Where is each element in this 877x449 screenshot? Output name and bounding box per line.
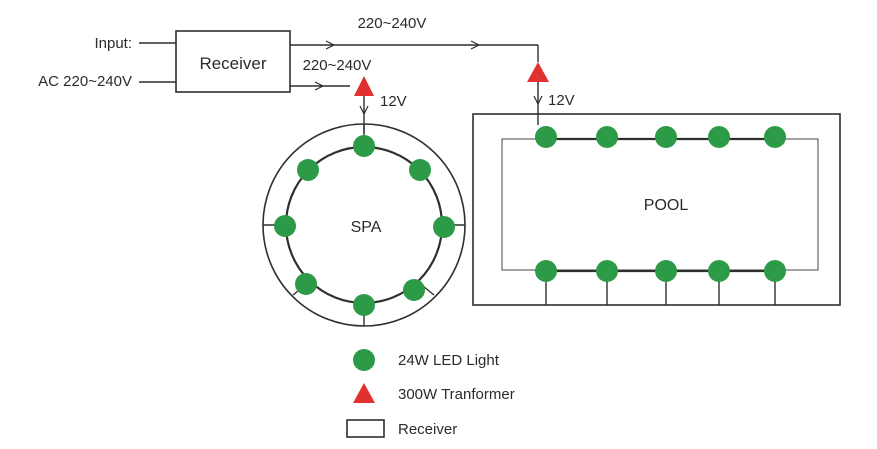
flow-arrow [470, 40, 481, 50]
led-light-icon [596, 260, 618, 282]
pool-feed-voltage-label: 220~240V [358, 15, 427, 32]
ac-voltage-label: AC 220~240V [38, 73, 132, 90]
spa-led-group [274, 135, 455, 316]
legend-transformer-label: 300W Tranformer [398, 386, 515, 403]
legend: 24W LED Light 300W Tranformer Receiver [346, 349, 515, 438]
flow-arrow [314, 81, 325, 91]
led-light-icon [409, 159, 431, 181]
led-light-icon [708, 126, 730, 148]
receiver-label: Receiver [199, 54, 266, 73]
led-light-icon [655, 260, 677, 282]
led-light-icon [596, 126, 618, 148]
led-light-icon [708, 260, 730, 282]
pool-transformer-icon [527, 62, 549, 82]
pool-top-led-group [535, 126, 786, 148]
legend-receiver-label: Receiver [398, 421, 457, 438]
led-light-icon [295, 273, 317, 295]
led-light-icon [353, 294, 375, 316]
legend-transformer-icon [353, 383, 375, 403]
spa-label: SPA [351, 219, 382, 236]
led-light-icon [433, 216, 455, 238]
receiver-box [175, 30, 291, 93]
input-label: Input: [94, 35, 132, 52]
legend-receiver-icon [346, 419, 385, 438]
spa-feed-voltage-label: 220~240V [303, 57, 372, 74]
flow-arrow [325, 40, 336, 50]
legend-led-label: 24W LED Light [398, 352, 500, 369]
led-light-icon [764, 126, 786, 148]
pool-12v-label: 12V [548, 92, 575, 109]
led-light-icon [274, 215, 296, 237]
pool-label: POOL [644, 197, 689, 214]
flow-arrow [359, 105, 369, 116]
led-light-icon [403, 279, 425, 301]
led-light-icon [297, 159, 319, 181]
spa-12v-label: 12V [380, 93, 407, 110]
led-light-icon [764, 260, 786, 282]
pool-bottom-led-group [535, 260, 786, 282]
led-light-icon [655, 126, 677, 148]
flow-arrow [533, 95, 543, 106]
pool-outer-frame [472, 113, 841, 306]
spa-transformer-icon [354, 76, 374, 96]
led-light-icon [535, 260, 557, 282]
led-light-icon [535, 126, 557, 148]
legend-led-icon [353, 349, 375, 371]
led-light-icon [353, 135, 375, 157]
